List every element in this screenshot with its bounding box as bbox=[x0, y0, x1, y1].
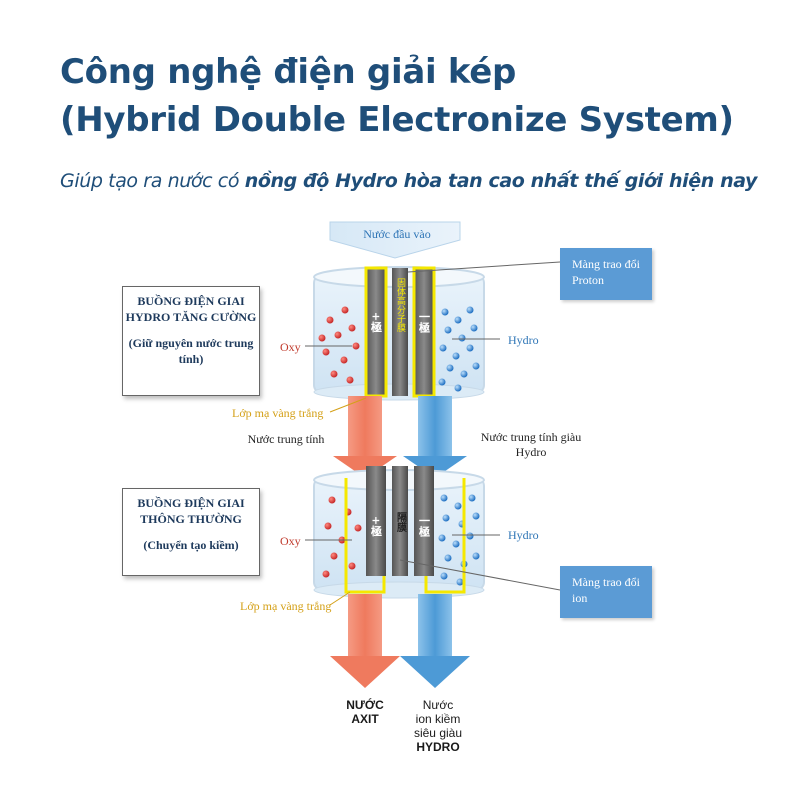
subtitle-bold: nồng độ Hydro hòa tan cao nhất thế giới … bbox=[244, 170, 758, 192]
acid-line-1: NƯỚC bbox=[346, 698, 384, 712]
top-membrane-label: 固体高分子膜 bbox=[395, 278, 406, 333]
top-oxy-label: Oxy bbox=[280, 340, 301, 354]
bottom-oxy-label: Oxy bbox=[280, 534, 301, 548]
bottom-chamber-label-box: BUỒNG ĐIỆN GIAI THÔNG THƯỜNG (Chuyển tạo… bbox=[122, 488, 260, 576]
top-chamber-label-box: BUỒNG ĐIỆN GIAI HYDRO TĂNG CƯỜNG (Giữ ng… bbox=[122, 286, 260, 396]
subtitle: Giúp tạo ra nước có nồng độ Hydro hòa ta… bbox=[60, 170, 757, 192]
top-hydro-label: Hydro bbox=[508, 333, 539, 347]
top-electrodes bbox=[364, 266, 436, 398]
acid-flow-arrow-top bbox=[333, 396, 397, 478]
subtitle-normal: Giúp tạo ra nước có bbox=[60, 170, 245, 192]
top-oxygen-dots bbox=[318, 306, 360, 384]
top-chamber-title: BUỒNG ĐIỆN GIAI HYDRO TĂNG CƯỜNG bbox=[125, 294, 257, 324]
bottom-hydro-label: Hydro bbox=[508, 528, 539, 542]
acid-line-2: AXIT bbox=[351, 712, 379, 726]
alkaline-flow-arrow-top bbox=[403, 396, 467, 478]
alk-line-3: siêu giàu bbox=[413, 726, 463, 740]
bottom-chamber-note: (Chuyển tạo kiềm) bbox=[143, 538, 239, 552]
alk-line-2: ion kiềm bbox=[415, 712, 461, 726]
top-minus-electrode-label: 一極 bbox=[418, 311, 432, 334]
alk-line-1: Nước bbox=[422, 698, 454, 712]
bottom-hydrogen-dots bbox=[438, 494, 480, 586]
leader-lines bbox=[305, 261, 561, 606]
top-chamber-note: (Giữ nguyên nước trung tính) bbox=[128, 336, 254, 366]
ion-membrane-callout: Màng trao đổi ion bbox=[560, 566, 652, 618]
top-coating-label: Lớp mạ vàng trắng bbox=[232, 406, 324, 420]
bottom-plus-electrode-label: +極 bbox=[370, 516, 384, 537]
proton-membrane-callout: Màng trao đổi Proton bbox=[560, 248, 652, 300]
acid-output-label: NƯỚC AXIT bbox=[330, 698, 400, 726]
hydro-rich-water-label: Nước trung tính giàu Hydro bbox=[480, 430, 582, 459]
alkaline-output-arrow bbox=[400, 594, 470, 688]
bottom-coating-label: Lớp mạ vàng trắng bbox=[240, 599, 332, 613]
top-plus-electrode-label: +極 bbox=[370, 312, 384, 333]
inlet-arrow bbox=[329, 221, 461, 259]
page-title: Công nghệ điện giải kép (Hybrid Double E… bbox=[60, 48, 734, 144]
alkaline-output-label: Nước ion kiềm siêu giàu HYDRO bbox=[400, 698, 476, 754]
bottom-membrane-label: 隔膜 bbox=[395, 512, 407, 533]
title-line-1: Công nghệ điện giải kép bbox=[60, 52, 517, 92]
bottom-chamber-title: BUỒNG ĐIỆN GIAI THÔNG THƯỜNG bbox=[137, 496, 245, 526]
bottom-minus-electrode-label: 一極 bbox=[418, 515, 432, 538]
bottom-electrodes bbox=[344, 466, 466, 594]
acid-output-arrow bbox=[330, 594, 400, 688]
alk-line-4: HYDRO bbox=[416, 740, 460, 754]
title-line-2: (Hybrid Double Electronize System) bbox=[60, 100, 734, 140]
neutral-water-label: Nước trung tính bbox=[247, 432, 325, 446]
inlet-label: Nước đầu vào bbox=[363, 227, 431, 241]
top-hydrogen-dots bbox=[438, 306, 480, 392]
